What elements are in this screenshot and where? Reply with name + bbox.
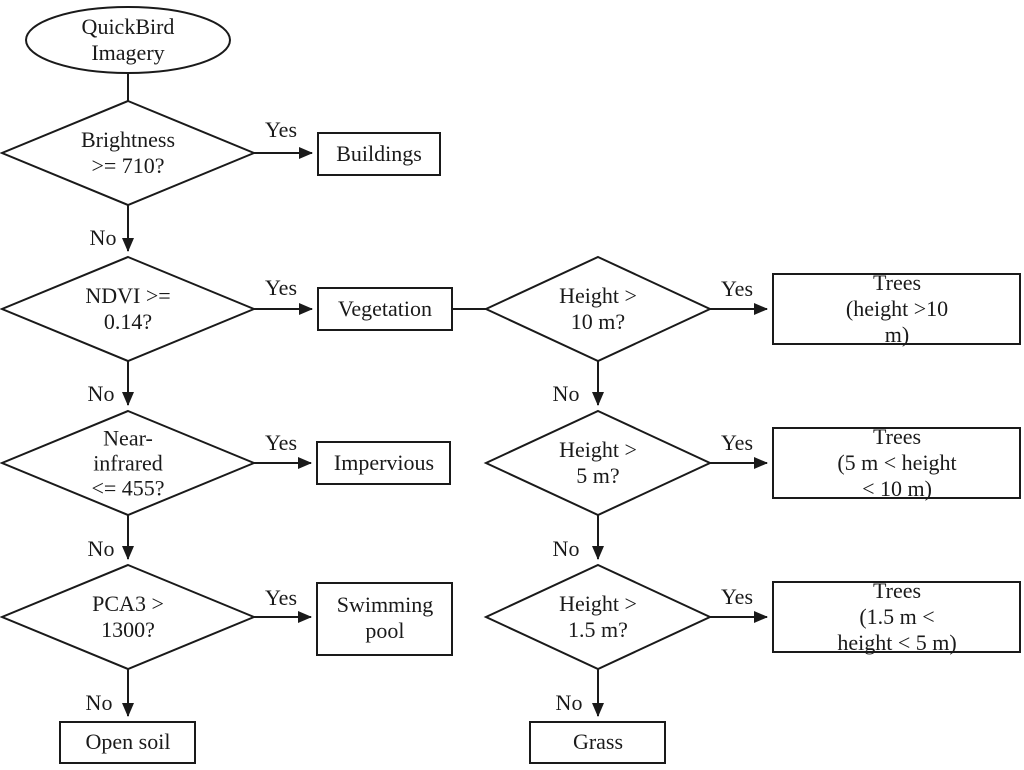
buildings-box [317,132,441,176]
ndvi-diamond [0,255,257,363]
open-soil-box [59,721,196,764]
height-1-5m-diamond [483,563,713,671]
trees-1-5-5m-box [772,581,1021,653]
pca3-diamond [0,563,257,671]
grass-box [529,721,666,764]
height-10m-diamond [483,255,713,363]
height-5m-diamond [483,409,713,517]
trees-above-10m-box [772,273,1021,345]
brightness-diamond [0,99,257,207]
near-infrared-diamond [0,409,257,517]
vegetation-box [317,287,453,331]
impervious-box [316,441,451,485]
trees-5-10m-box [772,427,1021,499]
start-ellipse [25,6,231,74]
swimming-pool-box [316,582,453,656]
